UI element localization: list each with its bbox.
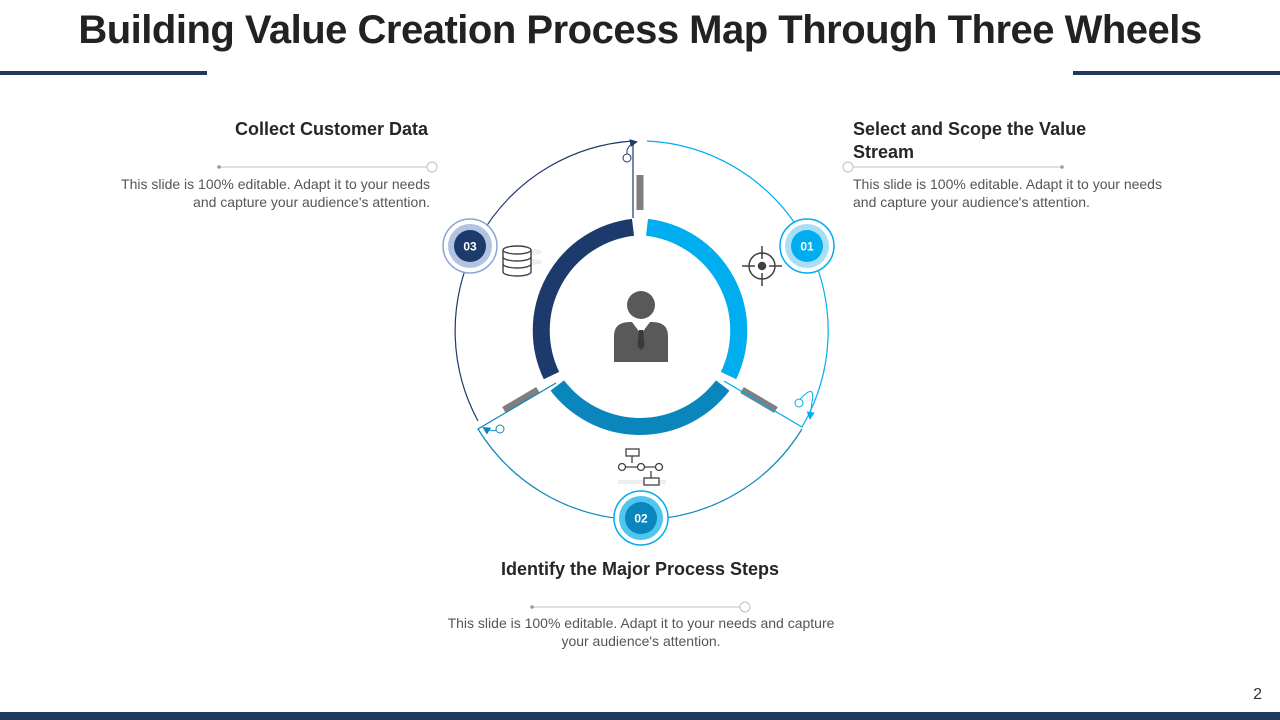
- slide-title: Building Value Creation Process Map Thro…: [78, 8, 1202, 52]
- process-flow-icon: [617, 448, 666, 486]
- connector-03-dot: [426, 161, 438, 173]
- spokes: [475, 142, 805, 429]
- title-rule-left: [0, 71, 207, 75]
- arrow-01-start-dot: [622, 153, 632, 163]
- step-01-heading: Select and Scope the Value Stream: [853, 119, 1087, 162]
- connector-02-dot: [739, 601, 751, 613]
- title-rule-right: [1073, 71, 1280, 75]
- step-02-description: This slide is 100% editable. Adapt it to…: [447, 615, 835, 649]
- page-number: 2: [1253, 686, 1262, 703]
- inner-ring-segment-03: [532, 218, 635, 380]
- step-01-description: This slide is 100% editable. Adapt it to…: [853, 176, 1162, 210]
- step-03-description: This slide is 100% editable. Adapt it to…: [121, 176, 430, 210]
- inner-ring-segment-02: [550, 380, 730, 435]
- step-number-03: 03: [463, 240, 477, 254]
- user-icon: [614, 291, 668, 362]
- step-number-01: 01: [800, 240, 814, 254]
- database-icon: [502, 245, 542, 277]
- arrow-03-start-dot: [495, 424, 505, 434]
- connector-01-end: [1060, 165, 1064, 169]
- inner-ring-segment-01: [645, 218, 748, 380]
- footer-bar: [0, 712, 1280, 720]
- connector-01-dot: [842, 161, 854, 173]
- target-crosshair-icon: [742, 246, 782, 286]
- step-badge-03: 03: [442, 218, 498, 274]
- step-03-heading: Collect Customer Data: [234, 119, 428, 139]
- connector-02-end: [530, 605, 534, 609]
- step-number-02: 02: [634, 512, 648, 526]
- step-02-heading: Identify the Major Process Steps: [500, 559, 780, 579]
- spoke-right-gray: [740, 386, 778, 414]
- step-badge-01: 01: [779, 218, 835, 274]
- arrow-02-start-dot: [794, 398, 804, 408]
- connector-03-end: [217, 165, 221, 169]
- arrow-to-01: [626, 139, 638, 158]
- spoke-left-gray: [502, 386, 540, 414]
- step-badge-02: 02: [613, 490, 669, 546]
- inner-ring: [532, 218, 748, 435]
